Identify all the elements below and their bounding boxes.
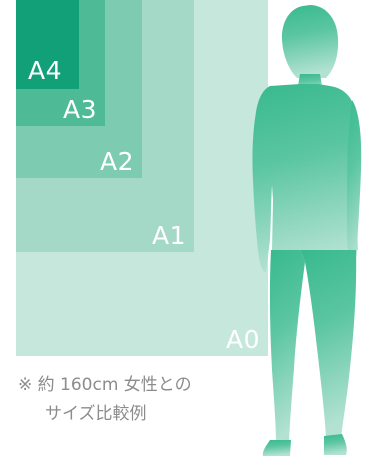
size-comparison-note: ※ 約 160cm 女性との サイズ比較例 (18, 371, 192, 429)
paper-a4-label: A4 (28, 56, 63, 85)
paper-a1-label: A1 (151, 221, 186, 250)
paper-a0-label: A0 (225, 325, 260, 354)
paper-a3-label: A3 (62, 95, 97, 124)
note-line-1: ※ 約 160cm 女性との (18, 375, 192, 395)
paper-a2-label: A2 (99, 147, 134, 176)
note-line-2: サイズ比較例 (45, 404, 147, 424)
paper-a4: A4 (16, 0, 79, 89)
woman-silhouette (252, 5, 362, 456)
